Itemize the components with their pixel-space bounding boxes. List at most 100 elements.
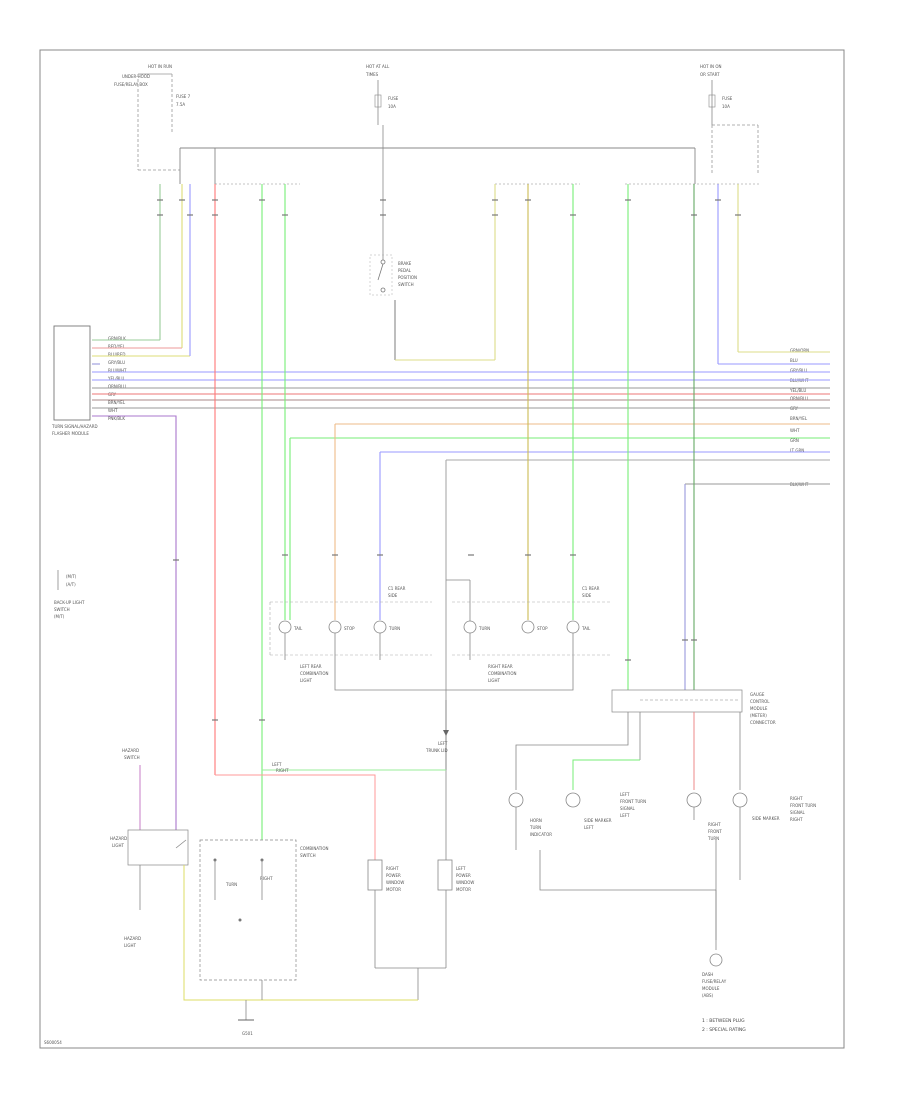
svg-text:BRN/YEL: BRN/YEL	[790, 416, 808, 421]
svg-text:LEFT: LEFT	[620, 792, 630, 797]
flasher-module: TURN SIGNAL/HAZARD FLASHER MODULE	[51, 325, 98, 436]
svg-text:WHT: WHT	[790, 428, 800, 433]
svg-text:MODULE: MODULE	[702, 986, 720, 991]
svg-text:TURN: TURN	[388, 626, 400, 631]
svg-text:TURN: TURN	[529, 825, 541, 830]
svg-text:CONNECTOR: CONNECTOR	[750, 720, 776, 725]
svg-text:SIDE: SIDE	[582, 593, 592, 598]
svg-text:SWITCH: SWITCH	[54, 607, 70, 612]
svg-text:(M/T): (M/T)	[66, 574, 77, 579]
svg-text:GRN/BLK: GRN/BLK	[108, 336, 126, 341]
svg-text:MODULE: MODULE	[750, 706, 768, 711]
svg-text:FUSE/RELAY: FUSE/RELAY	[702, 979, 727, 984]
left-wire-labels: GRN/BLK RED/YEL BLU/RED GRY/BLU BLU/WHT …	[107, 336, 127, 421]
right-wire-labels: GRN/ORN BLU GRY/BLU BLU/WHT YEL/BLU ORN/…	[789, 348, 809, 487]
svg-text:BLU: BLU	[790, 358, 798, 363]
tail-lamp-icon	[278, 620, 292, 634]
svg-text:HOT AT ALL: HOT AT ALL	[366, 64, 390, 69]
svg-text:SIDE: SIDE	[388, 593, 398, 598]
tail-lamp-icon	[566, 620, 580, 634]
page-id: S600054	[44, 1040, 62, 1045]
svg-text:YEL/BLU: YEL/BLU	[107, 376, 124, 381]
left-rear-combination-light: TAIL STOP TURN C1 REAR SIDE LEFT REAR CO…	[269, 586, 574, 691]
svg-text:SIGNAL: SIGNAL	[620, 806, 636, 811]
gauge-control-module: GAUGE CONTROL MODULE (METER) CONNECTOR	[515, 689, 776, 790]
svg-text:LIGHT: LIGHT	[124, 943, 137, 948]
svg-text:FUSE/RELAY BOX: FUSE/RELAY BOX	[114, 82, 148, 87]
svg-text:BACK-UP LIGHT: BACK-UP LIGHT	[54, 600, 85, 605]
svg-text:GRN: GRN	[790, 438, 799, 443]
harness-horizontal	[92, 339, 830, 485]
fuse-top-right: HOT IN ON OR START FUSE 10A	[700, 64, 759, 175]
stop-lamp-icon	[328, 620, 342, 634]
svg-text:OR START: OR START	[700, 72, 720, 77]
svg-text:1 : BETWEEN PLUG: 1 : BETWEEN PLUG	[702, 1018, 745, 1024]
lamp-icon	[508, 792, 524, 808]
svg-text:RIGHT: RIGHT	[790, 817, 803, 822]
svg-text:POSITION: POSITION	[398, 275, 417, 280]
svg-text:BLU/WHT: BLU/WHT	[108, 368, 127, 373]
svg-text:HAZARD: HAZARD	[122, 748, 139, 753]
svg-text:RIGHT: RIGHT	[260, 876, 273, 881]
svg-text:SIDE MARKER: SIDE MARKER	[584, 818, 612, 823]
svg-text:STOP: STOP	[537, 626, 548, 631]
svg-text:SIGNAL: SIGNAL	[790, 810, 806, 815]
svg-text:STOP: STOP	[344, 626, 355, 631]
lamp-icon	[565, 792, 581, 808]
svg-text:(ABS): (ABS)	[702, 993, 714, 998]
svg-text:YEL/BLU: YEL/BLU	[789, 388, 806, 393]
svg-text:HORN: HORN	[530, 818, 542, 823]
turn-lamp-icon	[373, 620, 387, 634]
top-bus	[138, 147, 760, 185]
svg-text:GAUGE: GAUGE	[750, 692, 765, 697]
svg-text:COMBINATION: COMBINATION	[488, 671, 517, 676]
svg-text:10A: 10A	[388, 104, 396, 109]
svg-text:DASH: DASH	[702, 972, 713, 977]
fuse-top-left: HOT IN RUN UNDER-HOOD FUSE/RELAY BOX FUS…	[114, 64, 191, 170]
svg-text:TURN: TURN	[707, 836, 719, 841]
svg-text:TAIL: TAIL	[581, 626, 591, 631]
svg-text:MOTOR: MOTOR	[456, 887, 471, 892]
backup-switch-note: (M/T) (A/T) BACK-UP LIGHT SWITCH (M/T)	[54, 570, 85, 619]
turn-lamp-icon	[463, 620, 477, 634]
svg-text:SWITCH: SWITCH	[300, 853, 316, 858]
svg-text:BRN/YEL: BRN/YEL	[108, 400, 126, 405]
svg-text:COMBINATION: COMBINATION	[300, 671, 329, 676]
svg-text:RIGHT REAR: RIGHT REAR	[488, 664, 513, 669]
svg-text:FRONT TURN: FRONT TURN	[790, 803, 816, 808]
svg-text:FUSE: FUSE	[388, 96, 399, 101]
svg-text:LIGHT: LIGHT	[488, 678, 501, 683]
svg-text:TURN SIGNAL/HAZARD: TURN SIGNAL/HAZARD	[51, 424, 98, 429]
svg-text:POWER: POWER	[386, 873, 401, 878]
svg-text:TIMES: TIMES	[365, 72, 379, 77]
svg-text:HAZARD: HAZARD	[124, 936, 141, 941]
svg-text:FUSE 7: FUSE 7	[176, 94, 191, 99]
svg-text:7.5A: 7.5A	[176, 102, 185, 107]
svg-text:SIDE MARKER: SIDE MARKER	[752, 816, 780, 821]
svg-text:FRONT: FRONT	[708, 829, 722, 834]
svg-text:MOTOR: MOTOR	[386, 887, 401, 892]
svg-text:LEFT REAR: LEFT REAR	[300, 664, 322, 669]
svg-text:RIGHT: RIGHT	[708, 822, 721, 827]
svg-text:RED/YEL: RED/YEL	[108, 344, 126, 349]
lamp-icon	[732, 792, 748, 808]
svg-text:HOT IN RUN: HOT IN RUN	[148, 64, 172, 69]
svg-text:RIGHT: RIGHT	[276, 768, 289, 773]
svg-text:RIGHT: RIGHT	[790, 796, 803, 801]
ground-icon	[709, 953, 723, 967]
svg-text:LEFT: LEFT	[620, 813, 630, 818]
svg-text:SWITCH: SWITCH	[124, 755, 140, 760]
svg-text:WINDOW: WINDOW	[386, 880, 404, 885]
svg-text:HAZARD: HAZARD	[110, 836, 127, 841]
svg-text:BRAKE: BRAKE	[398, 261, 412, 266]
svg-text:POWER: POWER	[456, 873, 471, 878]
svg-text:C1 REAR: C1 REAR	[582, 586, 600, 591]
svg-text:COMBINATION: COMBINATION	[300, 846, 329, 851]
svg-text:PEDAL: PEDAL	[398, 268, 412, 273]
svg-text:RIGHT: RIGHT	[386, 866, 399, 871]
svg-text:G501: G501	[242, 1031, 253, 1036]
right-rear-combination-light: TURN STOP TAIL C1 REAR SIDE RIGHT REAR C…	[446, 579, 610, 683]
svg-text:LT GRN: LT GRN	[790, 448, 804, 453]
svg-text:TURN: TURN	[478, 626, 490, 631]
